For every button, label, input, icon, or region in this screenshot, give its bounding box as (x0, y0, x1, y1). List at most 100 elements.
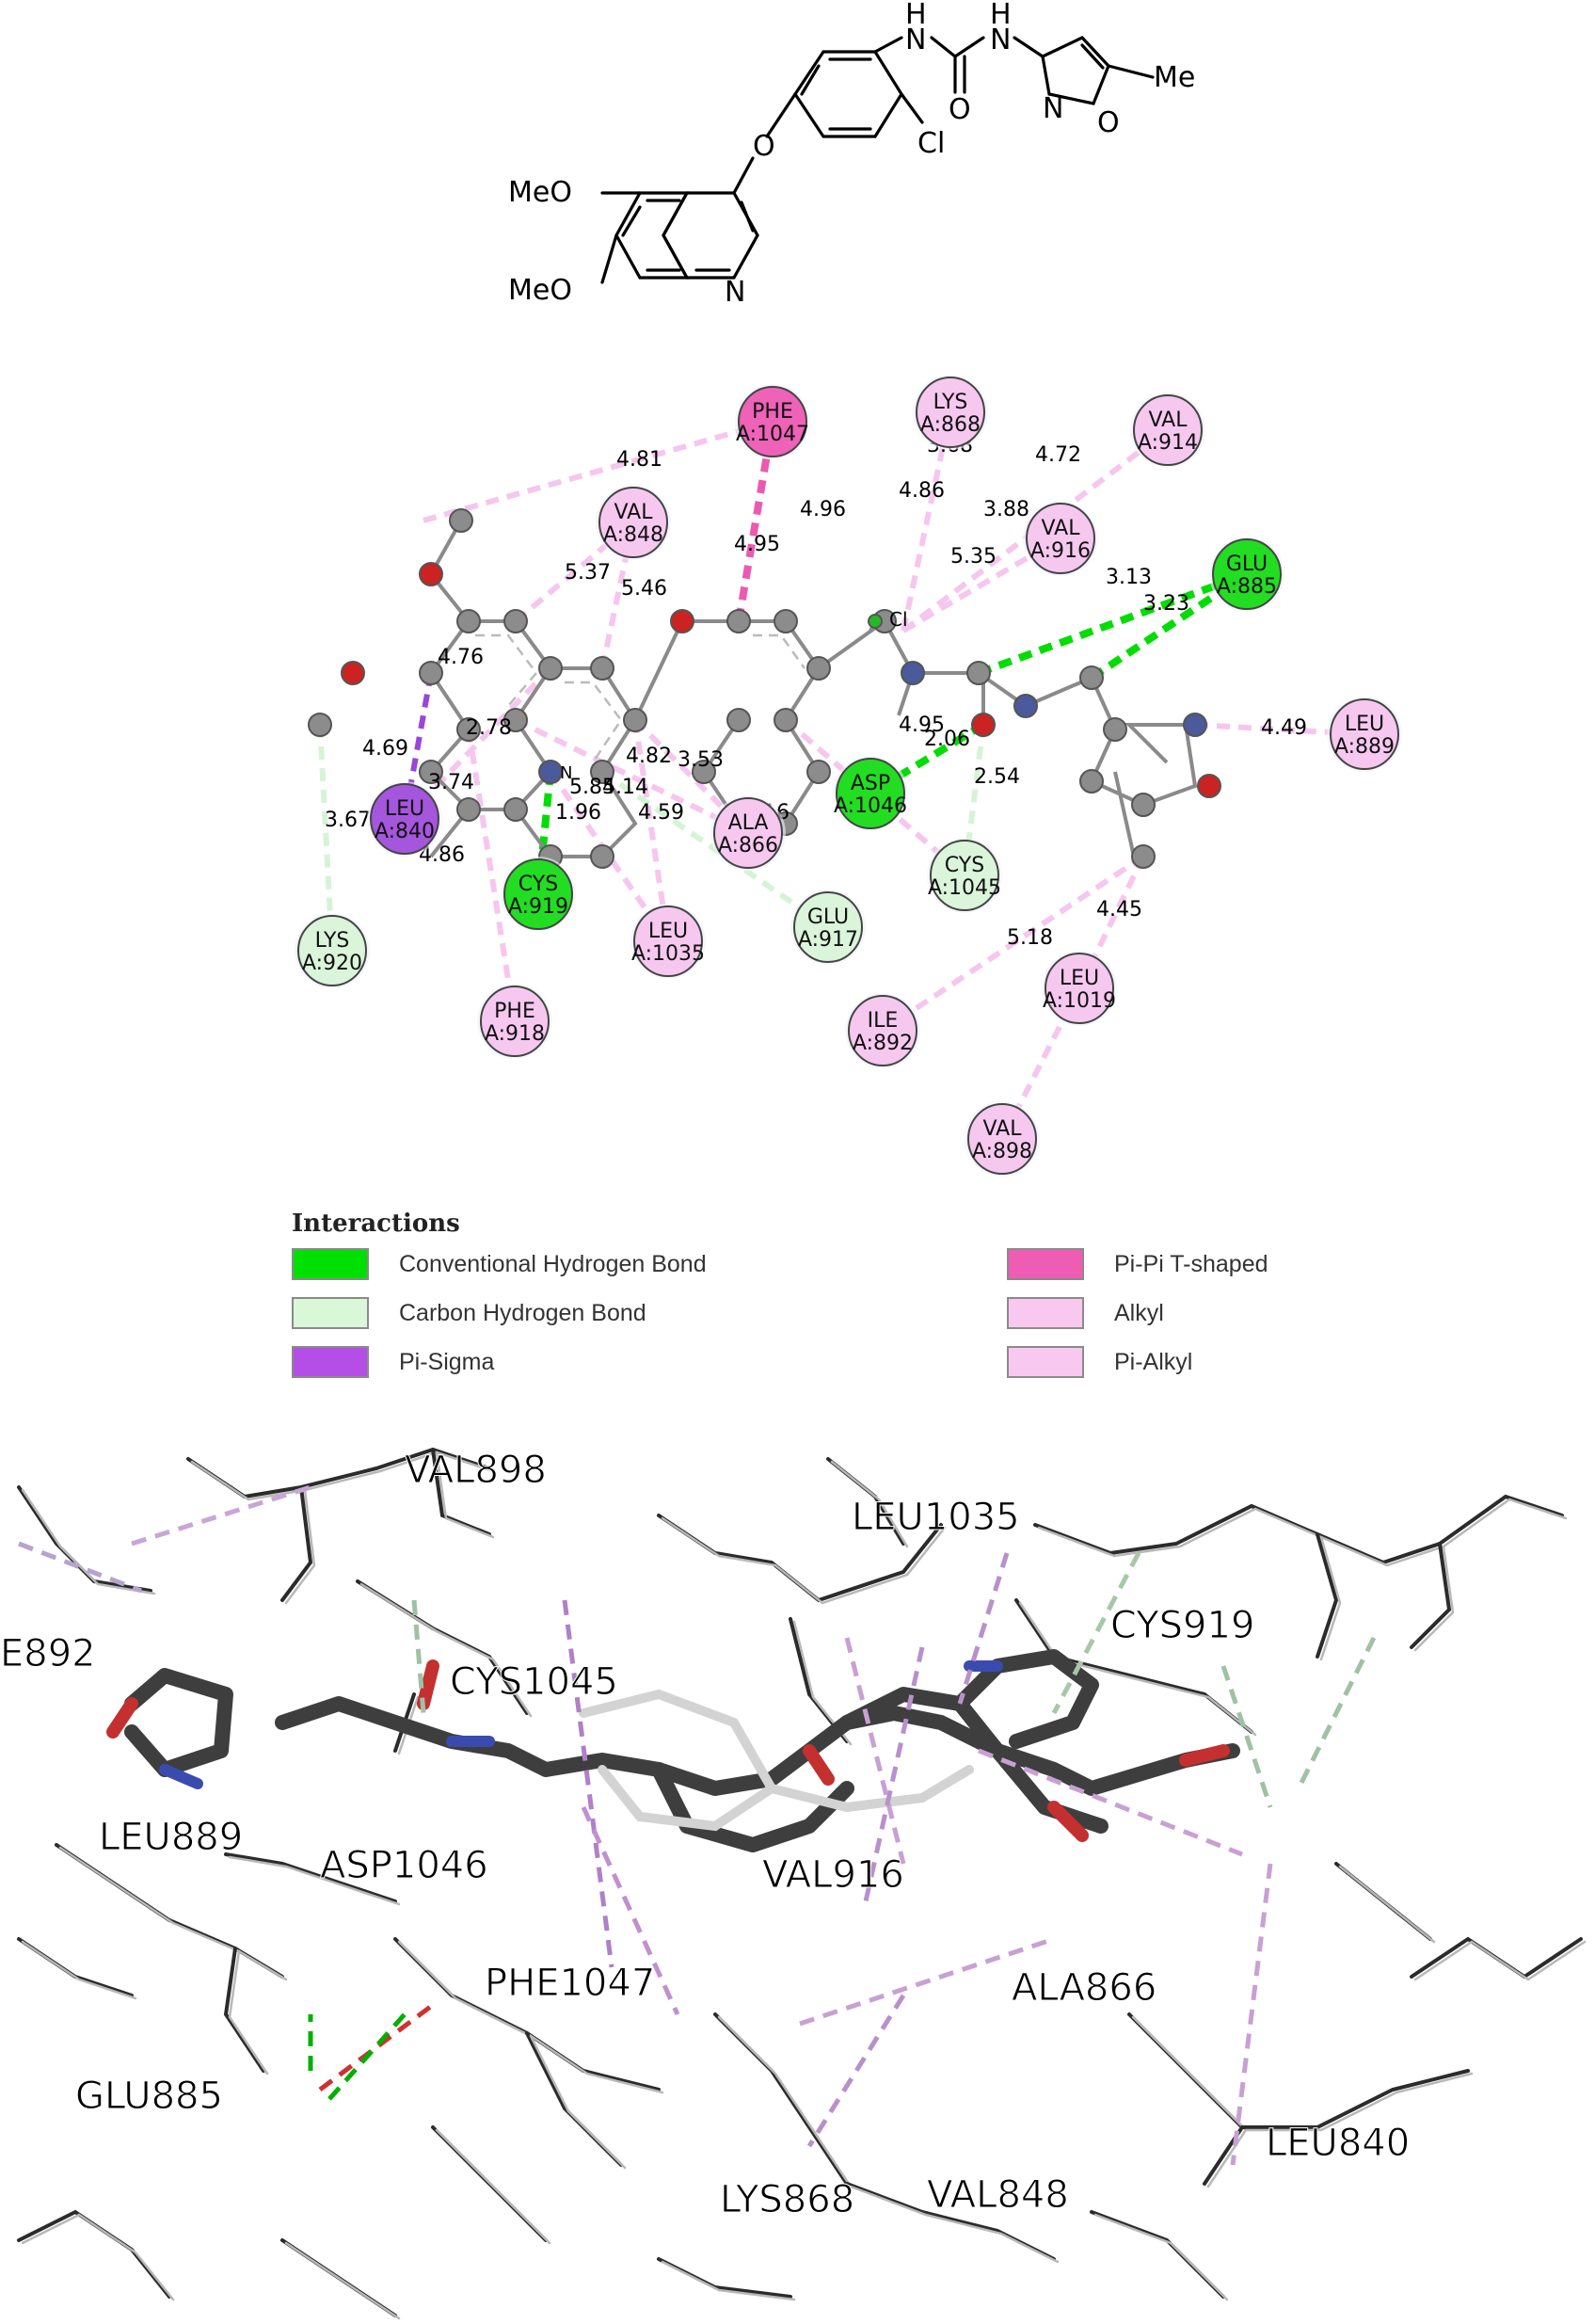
residue-number: A:1045 (928, 876, 1001, 900)
residue-stick-highlight (1319, 1535, 1342, 1661)
residue-stick (1240, 2069, 1470, 2129)
residue-number: A:889 (1334, 735, 1395, 759)
mol-label-o-ether: O (753, 130, 775, 163)
carbon-atom (1131, 793, 1156, 817)
residue-number: A:898 (972, 1140, 1032, 1163)
nitrogen-atom (901, 661, 925, 685)
legend-label: Alkyl (1114, 1299, 1164, 1326)
residue-stick-highlight (435, 2128, 551, 2245)
legend-title: Interactions (292, 1210, 460, 1238)
interaction-dash-3d (957, 1552, 1010, 1705)
carbon-atom (806, 656, 831, 681)
interaction-line-alkyl (466, 729, 518, 1022)
residue-stick-highlight (21, 1940, 137, 2000)
residue-number: A:892 (853, 1032, 913, 1055)
mol-label-h2: H (990, 0, 1012, 31)
residue-stick-highlight (849, 2185, 1060, 2264)
residue-stick-highlight (359, 1582, 533, 1718)
residue-stick-highlight (1131, 2015, 1248, 2188)
residue-name: LEU (385, 797, 424, 821)
residue-number: A:866 (718, 834, 778, 857)
residue-name: LEU (1345, 713, 1384, 736)
oxygen-atom (670, 609, 694, 633)
interaction-dash-3d (1296, 1636, 1377, 1790)
legend-item-conventional-hbond: Conventional Hydrogen Bond (292, 1245, 707, 1283)
oxygen-atom (419, 562, 443, 586)
residue-name: ALA (728, 811, 769, 835)
distance-label: 4.95 (899, 713, 945, 737)
residue-name: LYS (315, 929, 350, 953)
distance-label: 1.96 (555, 801, 601, 825)
mol-label-o-isox: O (1097, 106, 1120, 139)
residue-name: LEU (648, 920, 688, 943)
residue-name: CYS (518, 873, 558, 896)
legend: Interactions Conventional Hydrogen Bond … (292, 1210, 1346, 1398)
distance-label: 3.53 (678, 748, 724, 772)
residue-name: ILE (868, 1009, 899, 1033)
distance-label: 4.59 (638, 801, 684, 825)
carbon-atom (503, 797, 528, 822)
residue-name: VAL (1042, 517, 1081, 540)
chlorine-atom (868, 614, 883, 629)
carbon-atom (1131, 844, 1156, 869)
carbon-atom (456, 797, 481, 822)
mol-label-n2: N (990, 24, 1011, 56)
carbon-atom (538, 656, 563, 681)
carbon-atom (590, 656, 614, 681)
interaction-line-alkyl (881, 854, 1145, 1034)
mol-label-cl: Cl (917, 127, 945, 160)
legend-item-carbon-hbond: Carbon Hydrogen Bond (292, 1294, 646, 1332)
legend-item-alkyl: Alkyl (1007, 1294, 1164, 1332)
residue-stick (223, 1947, 265, 2073)
distance-label: 3.23 (1143, 592, 1189, 616)
interaction-dash-3d (806, 1994, 906, 2148)
residue-name: GLU (1226, 553, 1268, 576)
mol-label-meo2: MeO (508, 274, 572, 307)
distance-label: 3.67 (325, 809, 371, 832)
carbon-atom (590, 844, 614, 869)
residue-name: CYS (945, 854, 984, 877)
residue-stick-highlight (1413, 1940, 1587, 1981)
carbon-atom (726, 609, 751, 633)
carbon-atom (774, 708, 798, 732)
legend-swatch (292, 1297, 369, 1329)
distance-label: 4.45 (1096, 898, 1142, 922)
oxygen-atom (971, 713, 996, 737)
interaction-diagram: ClN 4.813.684.724.964.863.884.955.355.37… (295, 375, 1402, 1177)
residue-label-3d: LEU1035 (852, 1496, 1020, 1539)
residue-stick (1316, 1532, 1339, 1659)
atom-label-n: N (560, 763, 572, 783)
distance-label: 5.84 (569, 776, 615, 799)
distance-label: 2.54 (974, 765, 1020, 789)
residue-number: A:885 (1217, 575, 1277, 599)
residue-number: A:914 (1138, 431, 1198, 455)
carbon-atom (1103, 717, 1127, 742)
molecule-structure: H H N N O N Me O Cl O MeO MeO N (508, 0, 1195, 309)
legend-label: Carbon Hydrogen Bond (399, 1299, 646, 1326)
residue-stick-highlight (830, 1460, 909, 1548)
interaction-line-alkyl (599, 521, 636, 669)
distance-label: 4.86 (899, 479, 945, 503)
interaction-dash-3d (863, 1646, 925, 1902)
carbon-atom (449, 508, 473, 533)
legend-label: Pi-Sigma (399, 1348, 495, 1375)
